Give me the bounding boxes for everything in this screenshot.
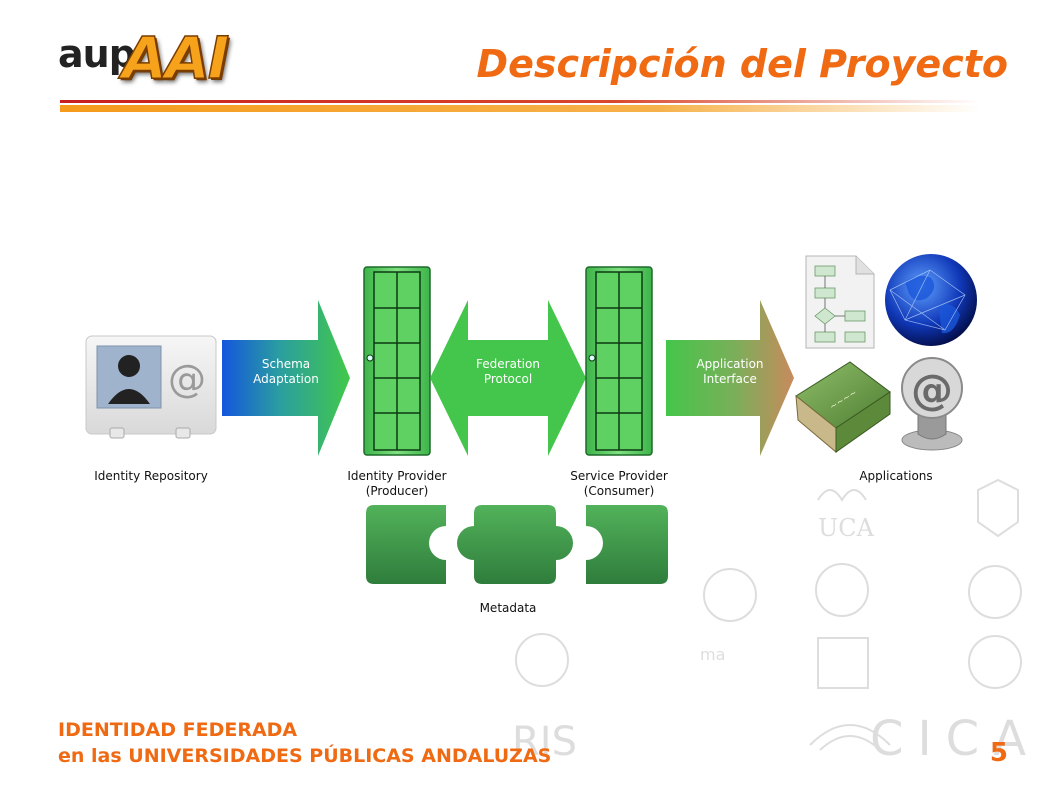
footer-title-line2: en las UNIVERSIDADES PÚBLICAS ANDALUZAS — [58, 745, 552, 767]
svg-text:@: @ — [911, 365, 953, 414]
email-at-icon: @ — [901, 357, 963, 451]
identity-provider-label: Identity Provider (Producer) — [322, 469, 472, 499]
application-interface-arrow — [666, 300, 794, 456]
service-provider-line2: (Consumer) — [583, 484, 655, 498]
page-title: Descripción del Proyecto — [476, 42, 1008, 86]
title-divider-orange — [60, 105, 980, 112]
globe-icon — [885, 254, 977, 346]
page-number: 5 — [989, 738, 1008, 768]
application-interface-line1: Application — [696, 357, 764, 371]
book-icon: ~~~~ — [795, 361, 891, 454]
schema-adaptation-arrow — [222, 300, 350, 456]
metadata-puzzle-icon — [366, 505, 668, 584]
federation-protocol-arrow — [430, 300, 586, 456]
identity-provider-line1: Identity Provider — [347, 469, 447, 483]
logo-prefix: aup — [58, 32, 136, 76]
federation-protocol-line1: Federation — [476, 357, 540, 371]
service-provider-label: Service Provider (Consumer) — [544, 469, 694, 499]
aupaai-logo: aup AAI — [58, 22, 288, 97]
title-divider-red — [60, 100, 980, 103]
schema-adaptation-label: Schema Adaptation — [236, 357, 336, 387]
schema-adaptation-line1: Schema — [261, 357, 311, 371]
metadata-label: Metadata — [479, 601, 537, 615]
applications-label: Applications — [859, 469, 933, 483]
application-interface-label: Application Interface — [678, 357, 782, 387]
identity-repository-label: Identity Repository — [94, 469, 208, 483]
footer-title-line1: IDENTIDAD FEDERADA — [58, 719, 298, 741]
uma-watermark-text: ma — [700, 645, 725, 664]
schema-adaptation-line2: Adaptation — [253, 372, 319, 386]
logo-main: AAI — [121, 23, 230, 93]
flowchart-document-icon — [805, 255, 875, 349]
identity-provider-server-icon — [363, 266, 431, 456]
identity-provider-line2: (Producer) — [365, 484, 429, 498]
iris-watermark-text: RIS — [512, 719, 577, 765]
federation-protocol-line2: Protocol — [483, 372, 533, 386]
service-provider-line1: Service Provider — [570, 469, 668, 483]
application-interface-line2: Interface — [703, 372, 757, 386]
cica-watermark-text: CICA — [870, 711, 1040, 767]
university-logos-watermark: UCA CICA ma RIS — [500, 470, 1040, 770]
service-provider-server-icon — [585, 266, 653, 456]
svg-text:@: @ — [168, 357, 206, 401]
identity-repository-icon: @ — [85, 335, 217, 439]
federation-protocol-label: Federation Protocol — [452, 357, 564, 387]
uca-watermark-text: UCA — [818, 514, 875, 542]
